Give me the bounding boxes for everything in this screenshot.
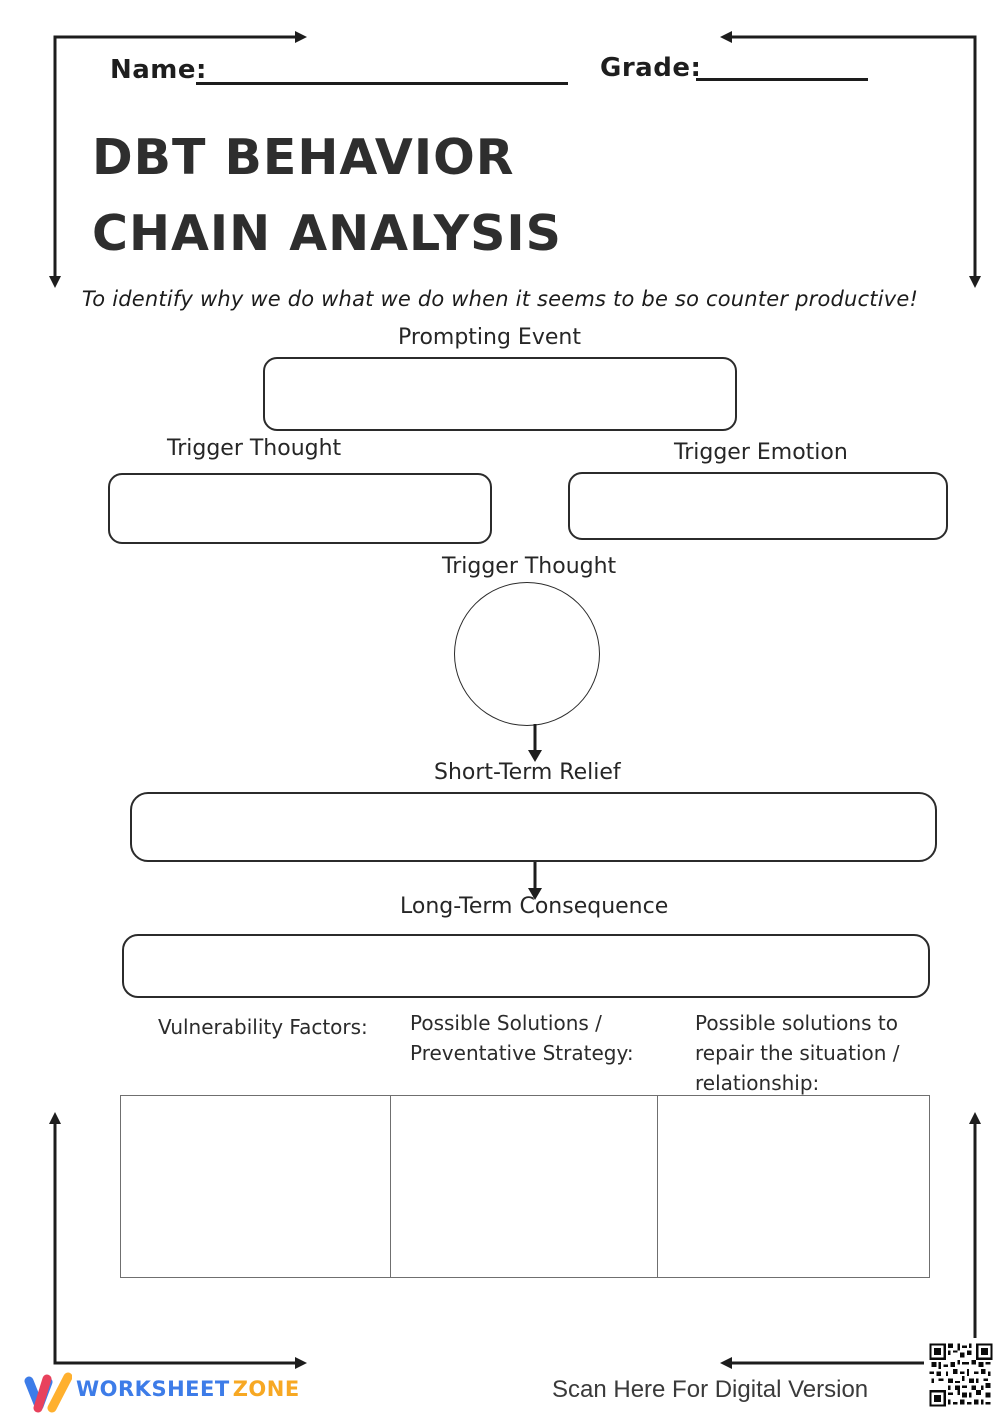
short-term-relief-label: Short-Term Relief xyxy=(434,760,621,785)
column-header-repair-solutions: Possible solutions to repair the situati… xyxy=(695,1011,900,1095)
prompting-event-label: Prompting Event xyxy=(398,325,581,350)
worksheet-zone-w-logo-icon xyxy=(24,1372,72,1413)
down-arrow-icon xyxy=(528,724,542,762)
page-title: DBT BEHAVIOR CHAIN ANALYSIS xyxy=(92,120,562,272)
grade-label: Grade: xyxy=(600,53,702,83)
table-cell-vulnerability-factors[interactable] xyxy=(121,1096,391,1277)
trigger-thought-circle-label: Trigger Thought xyxy=(442,554,617,579)
page-subtitle: To identify why we do what we do when it… xyxy=(81,287,919,311)
name-input-line[interactable] xyxy=(196,82,568,85)
name-label: Name: xyxy=(110,55,207,85)
prompting-event-box[interactable] xyxy=(263,357,737,431)
trigger-thought-circle[interactable] xyxy=(454,582,600,726)
page-title-line-2: CHAIN ANALYSIS xyxy=(92,205,562,262)
grade-input-line[interactable] xyxy=(696,78,868,81)
brand-word-worksheet: WORKSHEET xyxy=(76,1377,230,1401)
long-term-consequence-label: Long-Term Consequence xyxy=(400,894,669,919)
brand-word-zone: ZONE xyxy=(232,1377,300,1401)
scan-here-label: Scan Here For Digital Version xyxy=(552,1376,869,1403)
corner-arrow-top-right xyxy=(720,31,981,288)
column-header-possible-solutions: Possible Solutions / Preventative Strate… xyxy=(410,1011,634,1065)
trigger-thought-label: Trigger Thought xyxy=(167,436,342,461)
answers-table xyxy=(120,1095,930,1278)
down-arrow-icon xyxy=(528,862,542,900)
long-term-consequence-box[interactable] xyxy=(122,934,930,998)
table-cell-possible-solutions[interactable] xyxy=(391,1096,658,1277)
page-title-line-1: DBT BEHAVIOR xyxy=(92,129,515,186)
table-cell-repair-solutions[interactable] xyxy=(658,1096,931,1277)
trigger-thought-box[interactable] xyxy=(108,473,492,544)
short-term-relief-box[interactable] xyxy=(130,792,937,862)
qr-code-icon xyxy=(924,1338,998,1412)
trigger-emotion-label: Trigger Emotion xyxy=(674,440,848,465)
column-header-vulnerability-factors: Vulnerability Factors: xyxy=(158,1015,368,1039)
trigger-emotion-box[interactable] xyxy=(568,472,948,540)
